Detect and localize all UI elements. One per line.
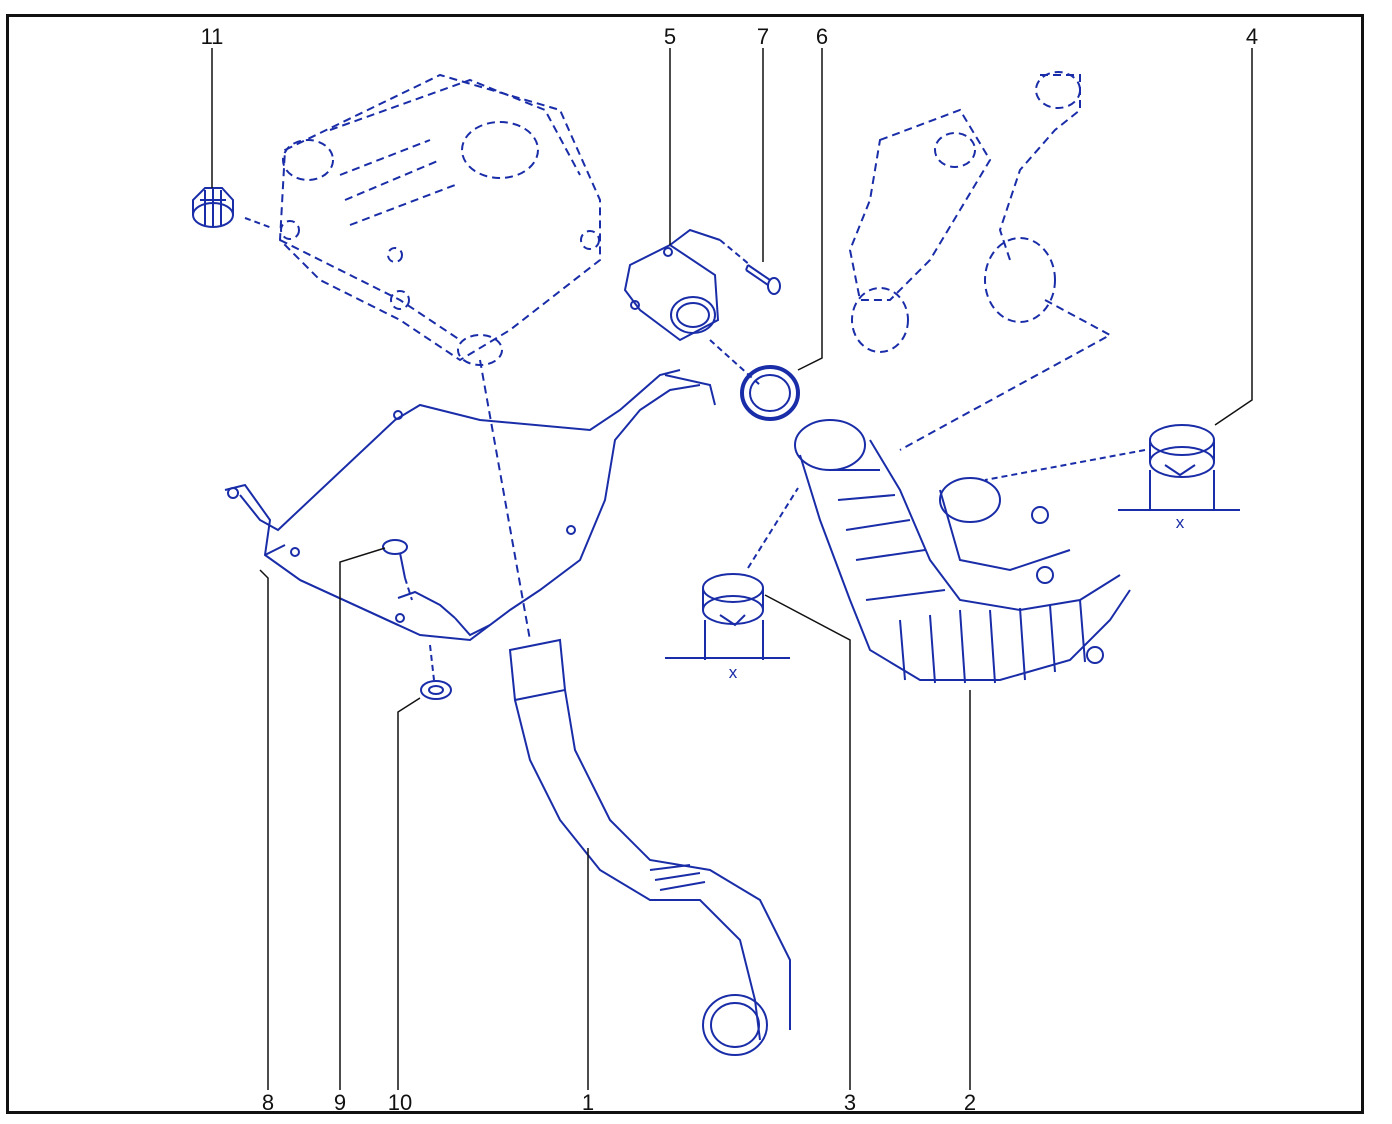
callout-3: 3: [843, 1090, 857, 1115]
part-4-hose-clamp: [984, 424, 1240, 511]
part-9-screw: [382, 539, 413, 601]
diagram-frame: [6, 14, 1364, 1114]
part-7-bolt: [719, 239, 781, 295]
callout-7: 7: [756, 24, 770, 49]
turbocharger-housing: [848, 71, 1113, 451]
callout-1: 1: [581, 1090, 595, 1115]
engine-intake-housing: [278, 73, 601, 366]
callout-5: 5: [663, 24, 677, 49]
callout-11: 11: [200, 24, 224, 49]
part-1-intake-pipe: [479, 359, 791, 1056]
callout-8: 8: [261, 1090, 275, 1115]
part-10-grommet: [420, 644, 452, 700]
part-6-o-ring: [709, 339, 800, 421]
part-11-rubber-mount: [192, 187, 273, 229]
part-3-hose-clamp: [665, 487, 799, 660]
callout-leader-lines: [211, 48, 1253, 1090]
part-2-corrugated-hose: [794, 419, 1131, 684]
part-8-pipe-bracket: [224, 369, 716, 642]
callout-6: 6: [815, 24, 829, 49]
callout-10: 10: [387, 1090, 413, 1115]
dimension-label-clamp-3: x: [728, 663, 738, 682]
callout-9: 9: [333, 1090, 347, 1115]
callout-2: 2: [963, 1090, 977, 1115]
callout-4: 4: [1245, 24, 1259, 49]
part-5-throttle-body: [623, 228, 721, 342]
dimension-label-clamp-4: x: [1175, 513, 1185, 532]
